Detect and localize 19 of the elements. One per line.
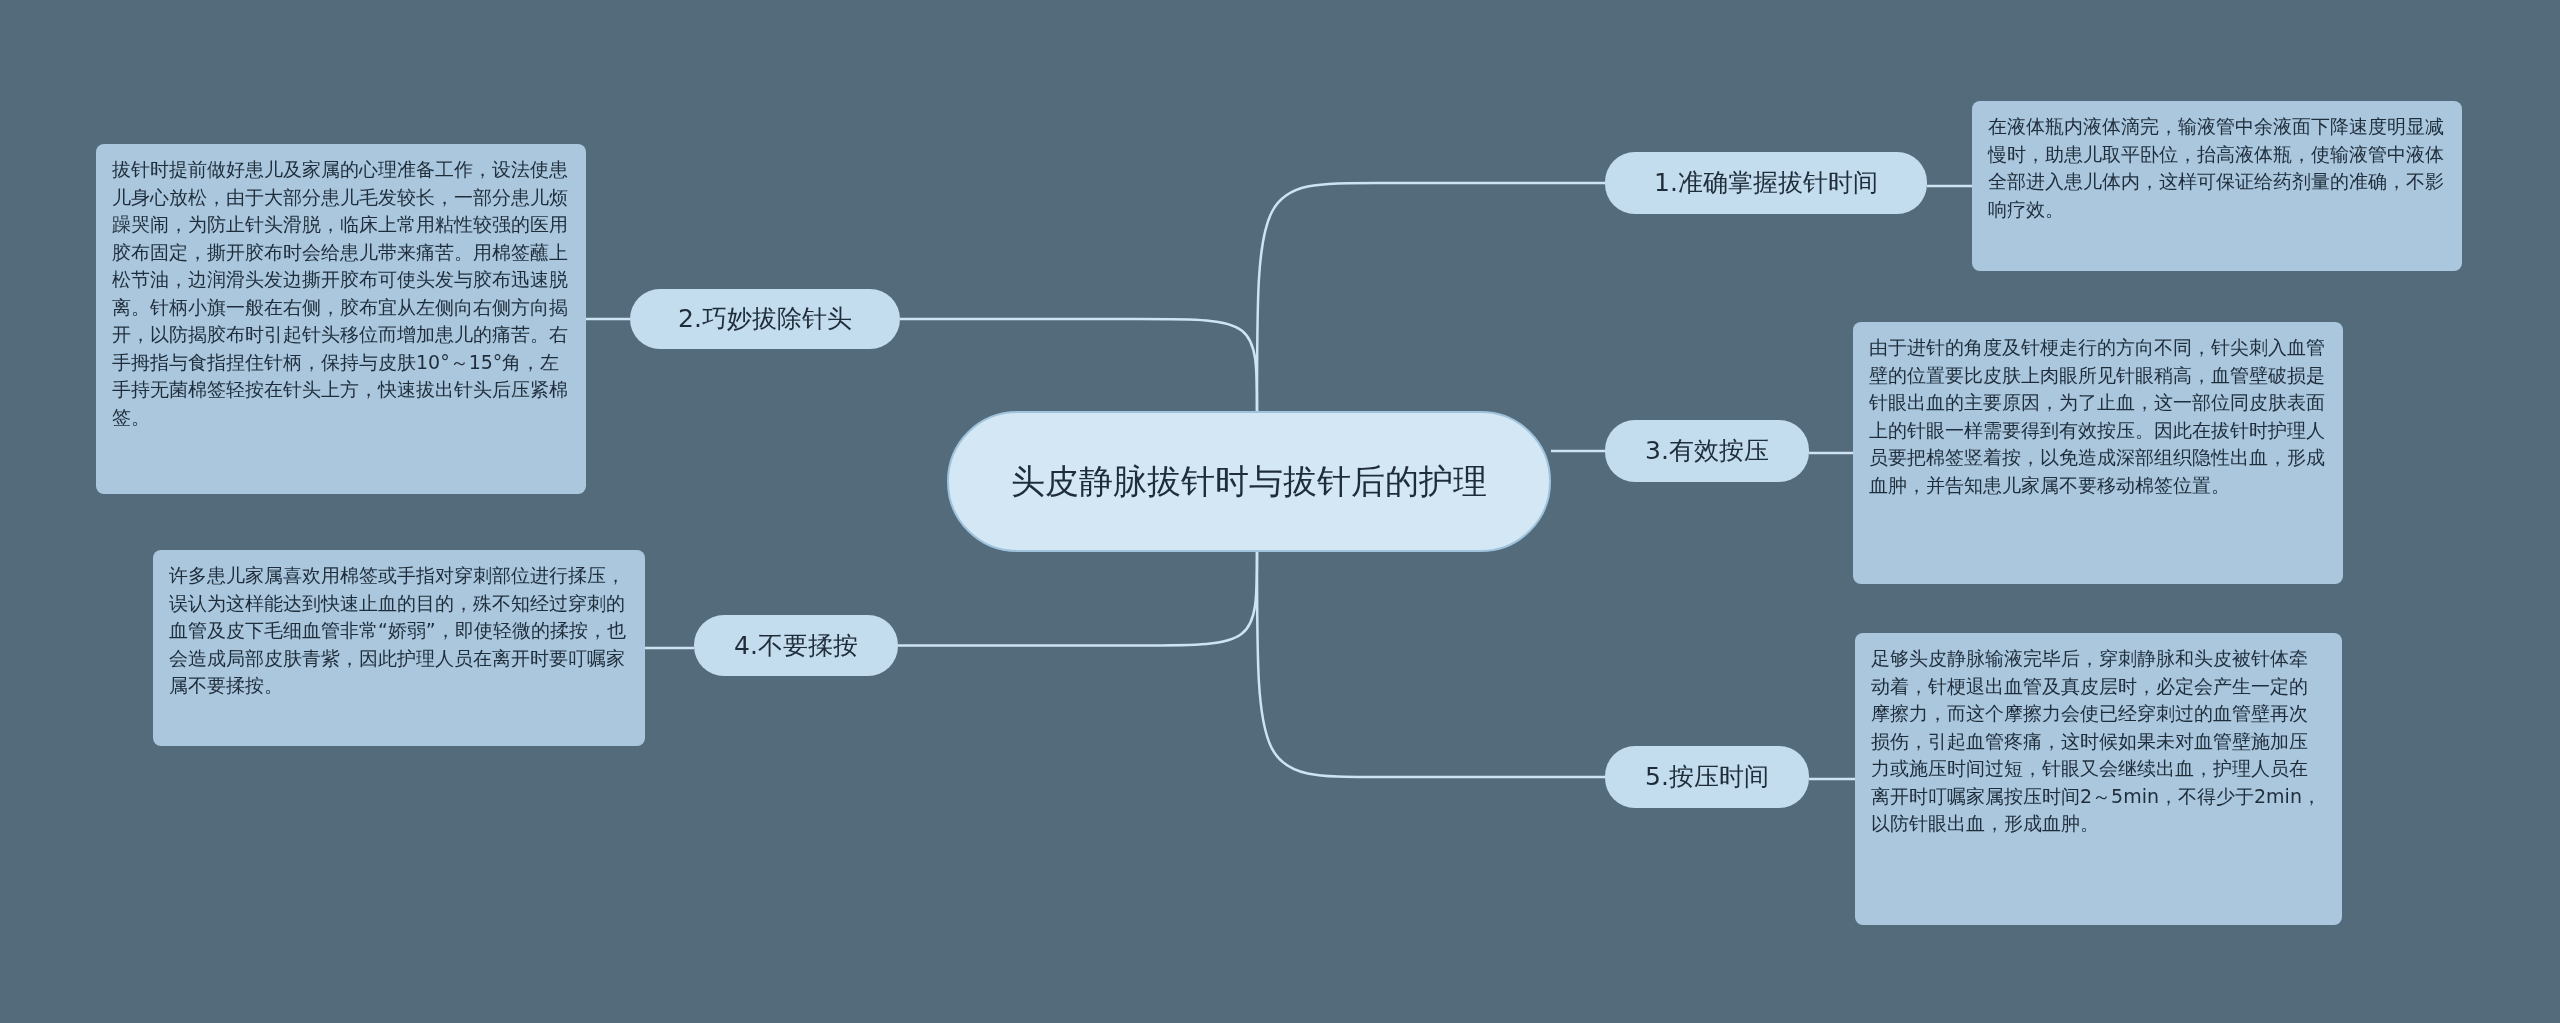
connector-line [1551,449,1605,453]
branch-topic: 2.巧妙拔除针头 [630,289,900,349]
detail-card: 拔针时提前做好患儿及家属的心理准备工作，设法使患儿身心放松，由于大部分患儿毛发较长，一部分患儿烦躁哭闹，为防止针头滑脱，临床上常用粘性较强的医用胶布固定，撕开胶布时会给患儿带来痛苦。用棉签蘸上松节油，边润滑头发边撕开胶布可使头发与胶布迅速脱离。针柄小旗一般在右侧，胶布宜从左侧向右侧方向揭开，以防揭胶布时引起针头移位而增加患儿的痛苦。右手拇指与食指捏住针柄，保持与皮肤10°～15°角，左手持无菌棉签轻按在针头上方，快速拔出针头后压紧棉签。 [96,144,586,494]
connector-line [1927,184,1972,188]
connector-line [1809,451,1853,455]
connector-line [1255,550,1605,779]
detail-card: 许多患儿家属喜欢用棉签或手指对穿刺部位进行揉压，误认为这样能达到快速止血的目的，殊不知经过穿刺的血管及皮下毛细血管非常“娇弱”，即使轻微的揉按，也会造成局部皮肤青紫，因此护理人员在离开时要叮嘱家属不要揉按。 [153,550,645,746]
connector-line [900,317,1259,413]
detail-card: 由于进针的角度及针梗走行的方向不同，针尖刺入血管壁的位置要比皮肤上肉眼所见针眼稍高，血管壁破损是针眼出血的主要原因，为了止血，这一部位同皮肤表面上的针眼一样需要得到有效按压。因此在拔针时护理人员要把棉签竖着按，以免造成深部组织隐性出血，形成血肿，并告知患儿家属不要移动棉签位置。 [1853,322,2343,584]
detail-card: 足够头皮静脉输液完毕后，穿刺静脉和头皮被针体牵动着，针梗退出血管及真皮层时，必定会产生一定的摩擦力，而这个摩擦力会使已经穿刺过的血管壁再次损伤，引起血管疼痛，这时候如果未对血管壁施加压力或施压时间过短，针眼又会继续出血，护理人员在离开时叮嘱家属按压时间2～5min，不得少于2min，以防针眼出血，形成血肿。 [1855,633,2342,925]
detail-card: 在液体瓶内液体滴完，输液管中余液面下降速度明显减慢时，助患儿取平卧位，抬高液体瓶，使输液管中液体全部进入患儿体内，这样可保证给药剂量的准确，不影响疗效。 [1972,101,2462,271]
branch-topic: 4.不要揉按 [694,615,898,676]
branch-topic: 5.按压时间 [1605,746,1809,808]
connector-line [586,317,630,321]
connector-line [1809,777,1855,781]
central-topic: 头皮静脉拔针时与拔针后的护理 [947,411,1551,552]
connector-line [645,646,694,650]
branch-topic: 1.准确掌握拔针时间 [1605,152,1927,214]
branch-topic: 3.有效按压 [1605,420,1809,482]
